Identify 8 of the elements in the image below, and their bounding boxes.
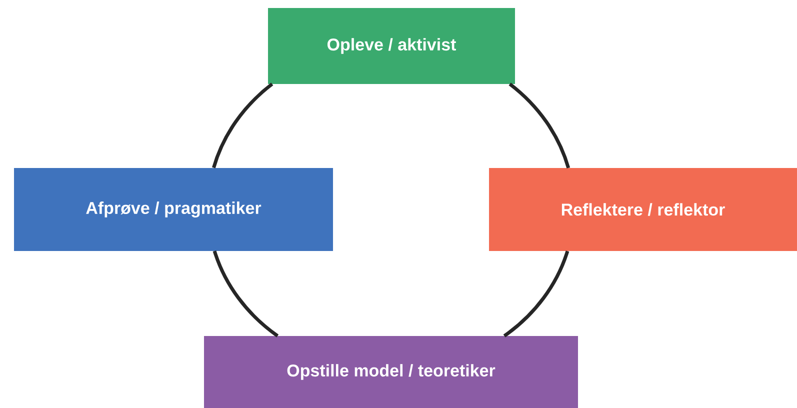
stage-box: Reflektere / reflektor bbox=[489, 168, 797, 251]
stage-box: Afprøve / pragmatiker bbox=[14, 168, 333, 251]
cycle-arc bbox=[508, 82, 570, 168]
stage-box: Opleve / aktivist bbox=[268, 8, 515, 84]
cycle-arc bbox=[503, 250, 570, 338]
cycle-arc bbox=[212, 250, 279, 338]
stage-box: Opstille model / teoretiker bbox=[204, 336, 578, 408]
cycle-arc bbox=[212, 82, 274, 168]
